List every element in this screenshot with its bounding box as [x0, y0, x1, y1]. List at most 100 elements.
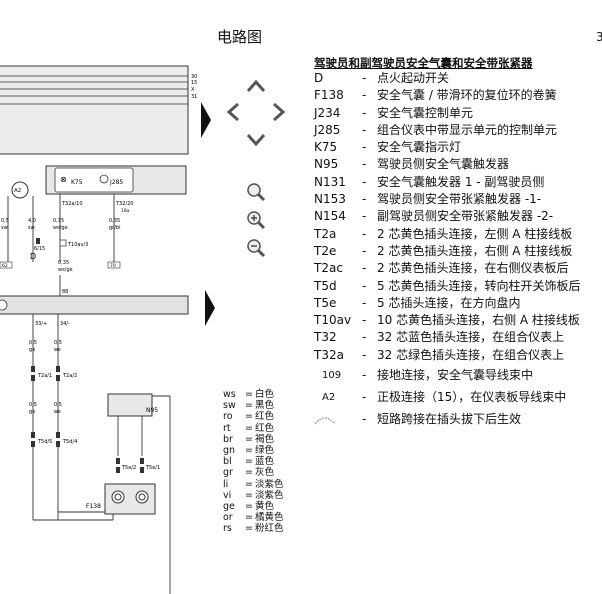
legend-code: N154: [314, 209, 346, 224]
legend-desc: 正极连接（15），在仪表板导线束中: [377, 390, 567, 405]
w05a-color: ge: [29, 347, 35, 353]
color-eq: =: [245, 467, 253, 479]
wire-b-color: sw: [28, 225, 35, 231]
zoom-out-button[interactable]: [244, 236, 268, 260]
w05b-color: ws: [54, 347, 61, 353]
chevron-up-icon: [246, 79, 266, 92]
color-code: ws: [223, 389, 236, 400]
color-name: 黑色: [255, 400, 275, 412]
legend-dash: -: [362, 412, 367, 427]
legend-desc: 2 芯黄色插头连接，右侧 A 柱接线板: [377, 243, 573, 258]
pan-down-button[interactable]: [244, 128, 268, 152]
color-eq: =: [245, 512, 253, 524]
bus-label-31: 31: [191, 94, 197, 100]
chevron-left-icon: [226, 102, 239, 122]
jumper-symbol-icon: [314, 408, 336, 430]
legend-row: A2-正极连接（15），在仪表板导线束中: [314, 386, 602, 408]
legend-dash: -: [362, 174, 367, 189]
color-key-row: rt=红色: [223, 423, 284, 434]
legend-dash: -: [362, 368, 367, 383]
legend-code: J234: [314, 105, 341, 120]
legend-dash: -: [362, 278, 367, 293]
bus-label-x: X: [191, 87, 195, 93]
color-name: 灰色: [255, 467, 275, 479]
color-key-row: gr =灰色: [223, 467, 284, 478]
color-code: li: [223, 478, 229, 490]
pan-right-button[interactable]: [267, 100, 291, 124]
color-key-row: vi=淡紫色: [223, 490, 284, 501]
w05d-color: ws: [54, 409, 61, 415]
color-name: 白色: [255, 389, 275, 400]
color-code: rt: [223, 422, 231, 434]
legend-code: K75: [314, 140, 338, 155]
t5d5-label: T5d/5: [37, 439, 52, 445]
legend-dash: -: [362, 122, 367, 137]
color-name: 褐色: [255, 433, 275, 445]
color-key-row: rs =粉红色: [223, 523, 284, 534]
j285-label: J285: [109, 179, 123, 186]
color-name: 淡紫色: [255, 489, 284, 501]
legend-desc: 安全气囊触发器 1 - 副驾驶员侧: [377, 174, 545, 189]
pan-left-button[interactable]: [221, 100, 245, 124]
legend-dash: -: [362, 330, 367, 345]
pan-right-side-button[interactable]: [201, 100, 211, 140]
wire-c-size: 0,35: [53, 218, 64, 224]
color-key-row: gn=绿色: [223, 445, 284, 456]
t32-20-label: T32/20: [115, 201, 133, 207]
legend-dash: -: [362, 390, 367, 405]
legend-dash: -: [362, 347, 367, 362]
color-name: 蓝色: [255, 456, 275, 468]
page-title: 电路图: [217, 28, 263, 46]
legend-code: T10av: [314, 313, 352, 328]
legend-desc: 短路跨接在插头拔下后生效: [377, 412, 522, 427]
k75-symbol: ⊗: [60, 175, 67, 184]
legend-dash: -: [362, 140, 367, 155]
legend-row: 109-接地连接，安全气囊导线束中: [314, 364, 602, 386]
ref-70: 70: [110, 263, 116, 269]
zoom-in-button[interactable]: [244, 208, 268, 232]
a2-connection: [11, 181, 29, 199]
legend-desc: 安全气囊控制单元: [377, 105, 474, 120]
legend-dash: -: [362, 226, 367, 241]
legend-dash: -: [362, 243, 367, 258]
legend-row: T5d-5 芯黄色插头连接，转向柱开关饰板后: [314, 278, 602, 295]
color-key-row: or=橘黄色: [223, 512, 284, 523]
legend-title: 驾驶员和副驾驶员安全气囊和安全带张紧器: [314, 56, 533, 70]
color-eq: =: [245, 445, 253, 457]
t5d4-label: T5d/4: [62, 439, 77, 445]
f138-label: F138: [86, 503, 101, 510]
t2a2-label: T2a/2: [62, 373, 77, 379]
color-eq: =: [245, 433, 253, 445]
legend-row: T32-32 芯蓝色插头连接，在组合仪表上: [314, 329, 602, 346]
color-code: ge: [223, 501, 235, 513]
legend-code: N131: [314, 174, 346, 189]
color-key-row: ws=白色: [223, 389, 284, 400]
t32a10-label: T32a/10: [61, 201, 83, 207]
color-key-row: bl=蓝色: [223, 456, 284, 467]
color-code: gr: [223, 467, 233, 479]
legend-desc: 副驾驶员侧安全带张紧触发器 -2-: [377, 209, 554, 224]
navigation-panel: [201, 72, 286, 272]
pan-right-marker[interactable]: [205, 290, 215, 326]
color-eq: =: [245, 456, 253, 468]
legend-row: J285-组合仪表中带显示单元的控制单元: [314, 122, 602, 139]
legend-desc: 驾驶员侧安全气囊触发器: [377, 157, 510, 172]
legend-row: D-点火起动开关: [314, 70, 602, 87]
legend-code: N95: [314, 157, 339, 172]
wire-d-color: gr/bl: [109, 225, 120, 231]
color-code: rs: [223, 523, 232, 535]
color-name: 粉红色: [255, 523, 284, 535]
color-eq: =: [245, 523, 253, 535]
color-eq: =: [245, 489, 253, 501]
legend-dash: -: [362, 88, 367, 103]
w05c-size: 0,5: [29, 402, 37, 408]
w05b-size: 0,5: [54, 340, 62, 346]
wire-c-color: ws/ge: [53, 225, 68, 231]
legend-dash: -: [362, 157, 367, 172]
legend-desc: 点火起动开关: [377, 71, 450, 85]
legend-dash: -: [362, 313, 367, 328]
zoom-button[interactable]: [244, 180, 268, 204]
color-name: 红色: [255, 422, 275, 434]
legend-code: F138: [314, 88, 344, 103]
pan-up-button[interactable]: [244, 74, 268, 98]
